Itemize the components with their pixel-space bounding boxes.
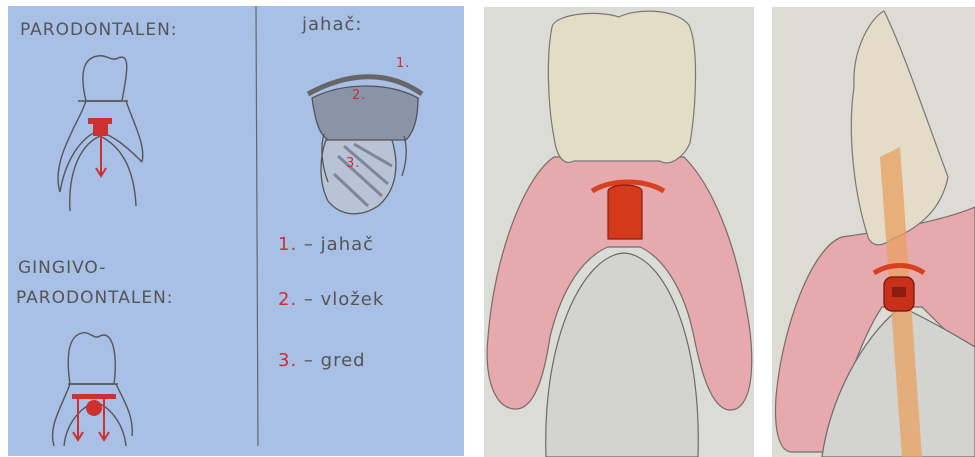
attachment-core-side [892, 287, 906, 297]
sketch-panel: PARODONTALEN: GINGIVO- PARODONTALEN: jah… [8, 6, 464, 456]
title-gingivo-line2: PARODONTALEN: [16, 288, 174, 308]
gingivo-parodontal-tooth-sketch [53, 333, 133, 446]
gingivo-attachment-sketch [72, 394, 116, 440]
title-gingivo-line1: GINGIVO- [18, 258, 106, 278]
title-rider: jahač: [302, 14, 362, 35]
front-view-drawing [484, 7, 754, 457]
attachment-insert [608, 185, 642, 239]
title-parodontal: PARODONTALEN: [20, 20, 178, 40]
divider-line [256, 6, 258, 446]
sketch-drawing [8, 6, 464, 456]
callout-1: 1. [396, 56, 410, 71]
crown-tooth [548, 11, 695, 163]
parodontal-attachment-sketch [88, 118, 112, 176]
side-view-illustration [772, 7, 975, 457]
callout-2: 2. [352, 88, 366, 103]
front-view-illustration [484, 7, 754, 457]
legend-item-2: 2. – vložek [278, 289, 384, 310]
legend-item-3: 3. – gred [278, 350, 366, 371]
legend-item-1: 1. – jahač [278, 234, 374, 255]
callout-3: 3. [346, 156, 360, 171]
side-view-drawing [772, 7, 975, 457]
